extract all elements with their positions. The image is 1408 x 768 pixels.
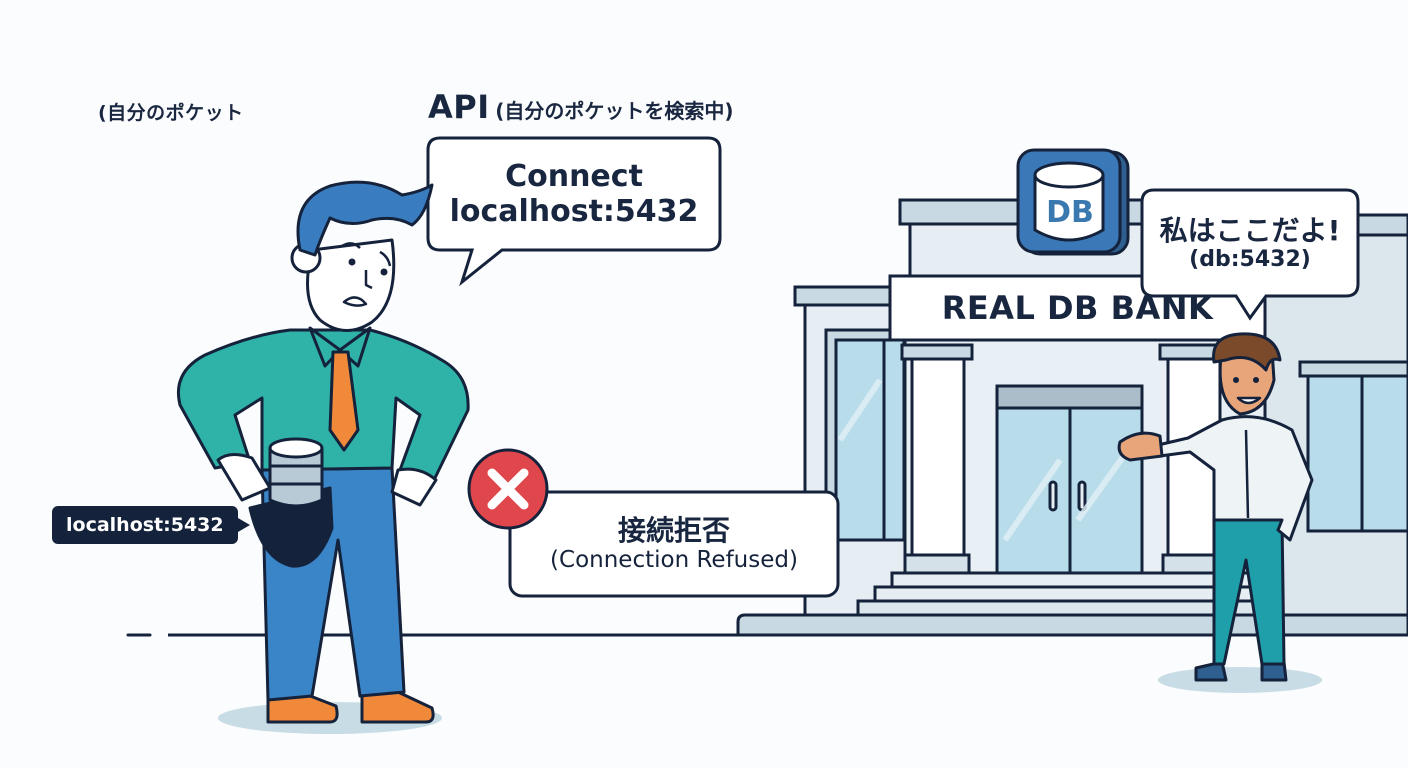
api-title: API [428,88,490,126]
db-bubble-line2: (db:5432) [1189,246,1311,272]
connect-speech-bubble-shape [426,136,722,287]
confused-developer-character [176,180,470,734]
x-circle-icon [467,448,549,530]
helpful-db-character [1117,332,1322,693]
api-caption: API (自分のポケットを検索中) [428,88,733,126]
pocket-localhost-tag: localhost:5432 [52,506,250,544]
db-badge-label: DB [1046,195,1094,230]
connection-refused-box: 接続拒否 (Connection Refused) [510,492,838,596]
api-subtitle: (自分のポケットを検索中) [495,99,734,123]
connect-line2: localhost:5432 [449,194,699,229]
db-speech-bubble-shape [1140,188,1360,321]
db-badge-icon [1016,148,1130,256]
refused-title: 接続拒否 [617,513,730,547]
connect-speech-bubble: Connect localhost:5432 [428,138,720,250]
db-bubble-line1: 私はここだよ! [1159,213,1341,247]
error-box-shape [508,490,840,598]
bank-sign: REAL DB BANK [941,289,1214,327]
connect-line1: Connect [505,158,643,194]
refused-subtitle: (Connection Refused) [550,546,798,573]
pocket-caption: (自分のポケット [98,102,244,124]
db-speech-bubble: 私はここだよ! (db:5432) [1142,190,1358,296]
